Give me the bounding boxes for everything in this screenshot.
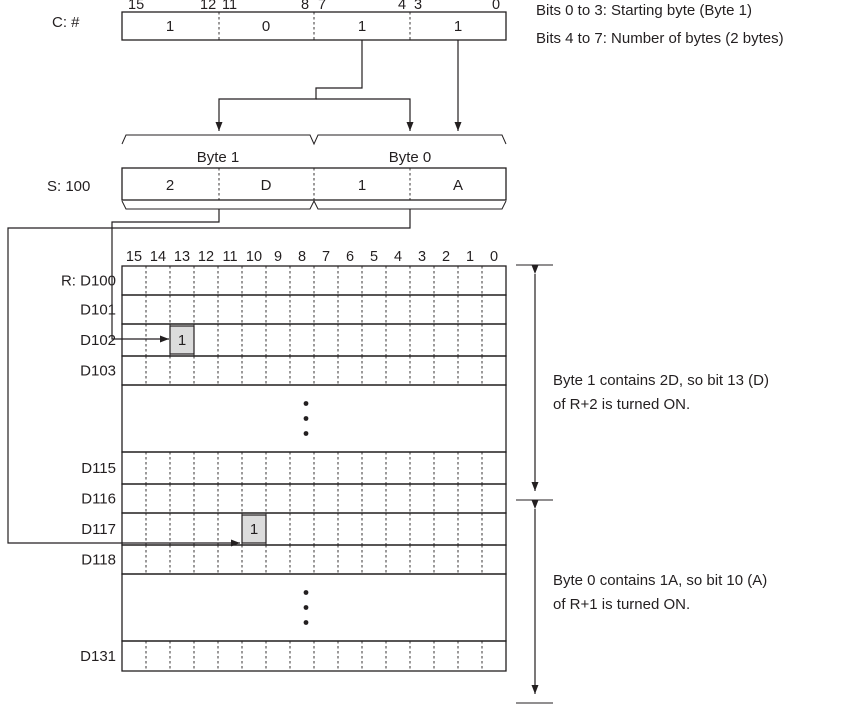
ellipsis-dot [303,605,309,610]
on-bit-value: 1 [178,332,186,349]
bit-header-6: 6 [346,249,354,265]
row-label: R: D100 [61,273,116,290]
c-bit-label-3: 3 [414,0,422,13]
bit-header-12: 12 [198,249,214,265]
byte0-label: Byte 0 [389,149,432,166]
note-bits-4-7: Bits 4 to 7: Number of bytes (2 bytes) [536,30,784,47]
note-byte0-line2: of R+1 is turned ON. [553,596,690,613]
bit-header-0: 0 [490,249,498,265]
ellipsis-dot [303,416,309,421]
on-bit-10-cell [241,514,267,544]
row-label: D115 [81,460,116,477]
c-bit-label-7: 7 [318,0,326,13]
ellipsis-dot [303,401,309,406]
bit-header-5: 5 [370,249,378,265]
c-register-box [121,11,507,41]
bit-header-11: 11 [222,249,237,265]
ellipsis-dot [303,620,309,625]
note-byte1-line1: Byte 1 contains 2D, so bit 13 (D) [553,372,769,389]
c-bit-label-15: 15 [128,0,144,13]
table-row [121,483,507,514]
bit-header-10: 10 [246,249,262,265]
c-bit-label-11: 11 [222,0,237,13]
c-digit-2: 0 [262,18,270,35]
row-label: D116 [81,491,116,508]
bit-header-3: 3 [418,249,426,265]
c-bit-label-12: 12 [200,0,216,13]
table-row [121,355,507,386]
range-arrows [516,264,553,704]
table-gap-row [121,384,507,453]
c-to-s-arrows [215,40,462,131]
s-digit-a: A [453,177,463,194]
row-label: D102 [80,332,116,349]
bit-header-7: 7 [322,249,330,265]
c-digit-1: 1 [166,18,174,35]
table-row [121,265,507,296]
ellipsis-dot [303,590,309,595]
bit-header-8: 8 [298,249,306,265]
s-digit-d: D [261,177,272,194]
table-row [121,544,507,575]
on-bit-13-cell [169,325,195,355]
bit-header-13: 13 [174,249,190,265]
ellipsis-dot [303,431,309,436]
row-label: D131 [80,648,116,665]
s-digit-2: 2 [166,177,174,194]
row-label: D118 [81,552,116,569]
note-byte0-line1: Byte 0 contains 1A, so bit 10 (A) [553,572,767,589]
c-register: C: # 15 12 11 8 7 4 3 0 1 0 1 1 [52,0,507,41]
table-gap-row [121,573,507,642]
c-bit-label-4: 4 [398,0,406,13]
row-label: D103 [80,363,116,380]
byte1-label: Byte 1 [197,149,240,166]
s-register-label: S: 100 [47,178,90,195]
s-register: Byte 1 Byte 0 S: 100 2 D 1 A [47,134,507,210]
c-digit-3: 1 [358,18,366,35]
c-bit-label-8: 8 [301,0,309,13]
c-digit-4: 1 [454,18,462,35]
row-label: D101 [80,302,116,319]
table-row [121,294,507,325]
row-label: D117 [81,521,116,538]
s-to-r-arrows [7,209,411,547]
bit-header-15: 15 [126,249,142,265]
bit-header-14: 14 [150,249,166,265]
bit-header-9: 9 [274,249,282,265]
bit-header-4: 4 [394,249,402,265]
bit-header-2: 2 [442,249,450,265]
bit-header-1: 1 [466,249,474,265]
note-byte1-line2: of R+2 is turned ON. [553,396,690,413]
note-bits-0-3: Bits 0 to 3: Starting byte (Byte 1) [536,2,752,19]
s-digit-1: 1 [358,177,366,194]
on-bit-value: 1 [250,521,258,538]
c-register-label: C: # [52,14,80,31]
c-bit-label-0: 0 [492,0,500,13]
